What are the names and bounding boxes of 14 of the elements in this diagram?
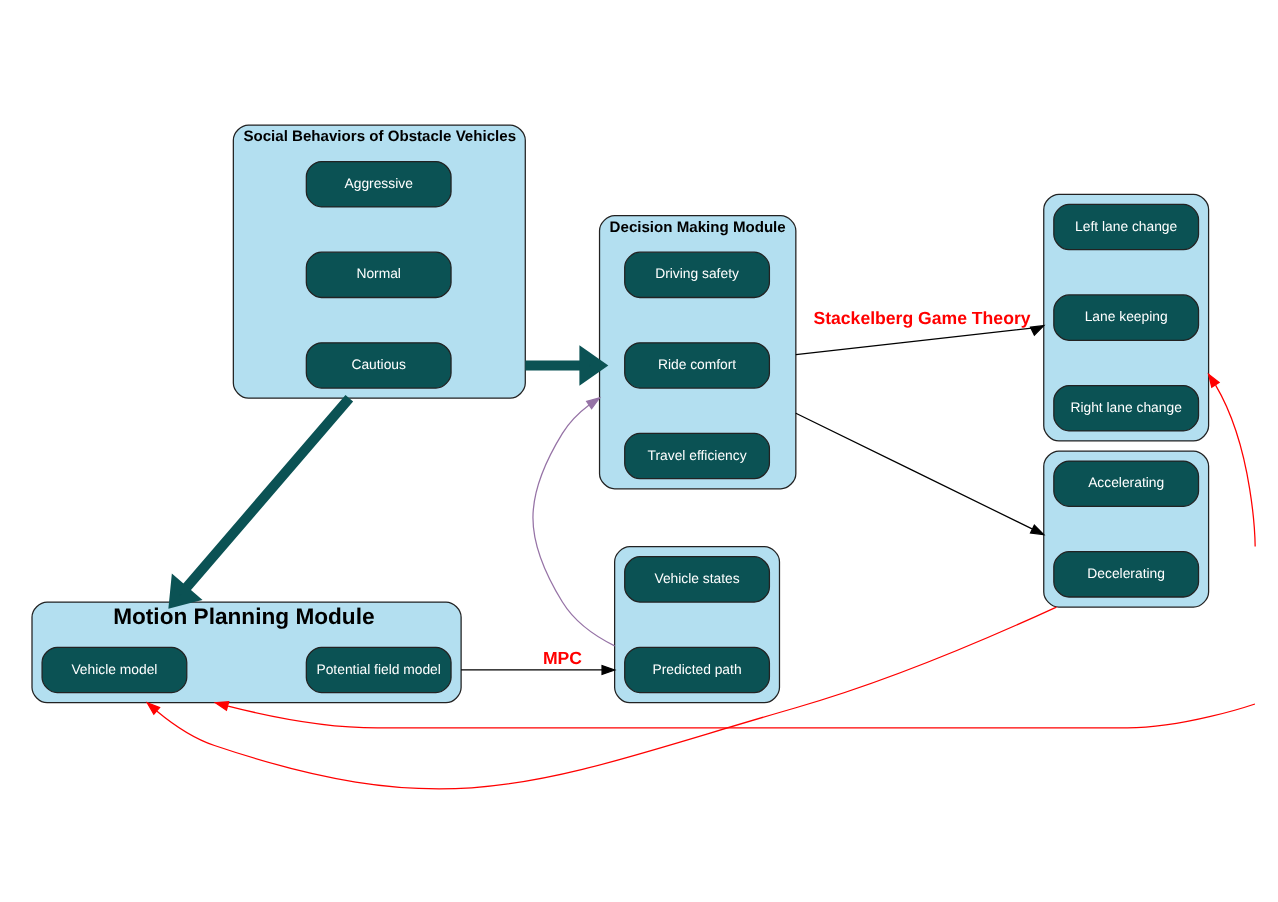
arrow [795,411,1046,535]
arrow [795,323,1046,355]
edge-label: MPC [542,646,583,667]
edge-label: Stackelberg Game Theory [813,307,1031,328]
arrow [213,699,1256,728]
arrow [460,663,617,675]
arrow [525,344,609,385]
arrow [532,395,616,646]
arrow [145,605,1058,789]
cluster [1043,449,1210,607]
arrow [1207,371,1256,547]
cluster [1043,192,1210,441]
cluster [614,545,781,703]
arrow [168,393,354,608]
